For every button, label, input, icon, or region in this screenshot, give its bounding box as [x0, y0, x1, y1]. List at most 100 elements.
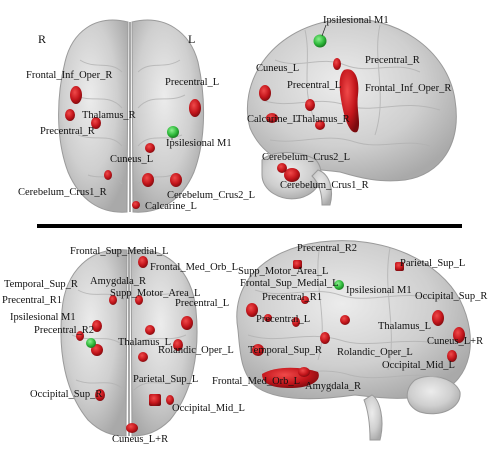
label-frontal-med-orb-l-sagittal: Frontal_Med_Orb_L — [212, 376, 301, 387]
label-amygdala-r-axial: Amygdala_R — [90, 276, 146, 287]
region-precentral-r-axial — [65, 109, 75, 121]
seed-ipsilesional-m1-axial-bottom — [86, 338, 96, 348]
label-precentral-r: Precentral_R — [40, 126, 95, 137]
label-precentral-l-sagittal: Precentral_L — [256, 314, 311, 325]
top-axial-right-hemisphere — [58, 19, 129, 213]
label-cerebelum-crus2-l-axial: Cerebelum_Crus2_L — [167, 190, 256, 201]
label-supp-motor-area-l-axial: Supp_Motor_Area_L — [110, 288, 201, 299]
label-cuneus-lr-sagittal: Cuneus_L+R — [427, 336, 484, 347]
region-cuneus-lr-sagittal — [453, 327, 465, 343]
label-precentral-r2-sagittal: Precentral_R2 — [297, 243, 358, 254]
label-precentral-r1-axial: Precentral_R1 — [2, 295, 63, 306]
label-temporal-sup-r-axial: Temporal_Sup_R — [4, 279, 78, 290]
label-cerebelum-crus1-r-sagittal: Cerebelum_Crus1_R — [280, 180, 369, 191]
region-precentral-r1-axial — [76, 331, 84, 341]
label-occipital-mid-l-axial: Occipital_Mid_L — [172, 403, 245, 414]
label-precentral-l-sagittal: Precentral_L — [287, 80, 342, 91]
label-precentral-r1-sagittal: Precentral_R1 — [262, 292, 323, 303]
label-parietal-sup-l-sagittal: Parietal_Sup_L — [400, 258, 466, 269]
seed-ipsilesional-m1-axial — [167, 126, 179, 138]
region-amygdala-r-sagittal — [298, 367, 310, 377]
label-rolandic-oper-l-sagittal: Rolandic_Oper_L — [337, 347, 413, 358]
label-precentral-r-sagittal: Precentral_R — [365, 55, 420, 66]
region-precentral-l-sagittal — [292, 317, 300, 327]
seed-ipsilesional-m1-sagittal-bottom — [334, 280, 344, 290]
seed-ipsilesional-m1-sagittal — [313, 34, 327, 48]
region-precentral-r2-sagittal — [293, 260, 302, 269]
region-occipital-sup-r-axial — [95, 389, 105, 401]
label-thalamus-r-sagittal: Thalamus_R — [296, 114, 350, 125]
region-precentral-l-axial — [181, 316, 193, 330]
region-cerebelum-crus2-l-axial — [170, 173, 182, 187]
region-precentral-r-sagittal — [333, 58, 341, 70]
region-thalamus-l-sagittal — [340, 315, 350, 325]
region-temporal-sup-r-axial — [92, 320, 102, 332]
label-thalamus-l-sagittal: Thalamus_L — [378, 321, 432, 332]
label-calcarine-l-axial: Calcarine_L — [145, 201, 197, 212]
label-cuneus-l-axial: Cuneus_L — [110, 154, 154, 165]
region-thalamus-l-axial — [138, 352, 148, 362]
label-cuneus-l-sagittal: Cuneus_L — [256, 63, 300, 74]
region-thalamus-r-axial — [91, 117, 101, 129]
bottom-sagittal-cortex — [236, 240, 471, 400]
bottom-sagittal-cerebellum — [406, 376, 461, 415]
bottom-axial-brain — [60, 249, 198, 437]
region-rolandic-oper-l-axial — [173, 339, 183, 351]
region-precentral-r1-sagittal — [301, 296, 309, 304]
panel-divider — [37, 224, 462, 228]
region-occipital-mid-l-axial — [166, 395, 174, 405]
region-occipital-sup-r-sagittal — [432, 310, 444, 326]
region-frontal-sup-medial-l-axial — [138, 256, 148, 268]
label-thalamus-l-axial: Thalamus_L — [118, 337, 172, 348]
label-thalamus-r: Thalamus_R — [82, 110, 136, 121]
region-parietal-sup-l-sagittal — [395, 262, 404, 271]
region-precentral-l-sagittal — [305, 99, 315, 111]
bottom-sagittal-brain — [236, 240, 471, 441]
label-occipital-mid-l-sagittal: Occipital_Mid_L — [382, 360, 455, 371]
label-ipsilesional-m1-axial-bottom: Ipsilesional M1 — [10, 312, 76, 323]
region-frontal-sup-medial-l-sagittal — [246, 303, 258, 317]
region-occipital-mid-l-sagittal — [447, 350, 457, 362]
label-ipsilesional-m1-sagittal-bottom: Ipsilesional M1 — [346, 285, 412, 296]
top-axial-left-hemisphere — [131, 19, 205, 213]
label-frontal-med-orb-l-axial: Frontal_Med_Orb_L — [150, 262, 239, 273]
label-frontal-sup-medial-l-axial: Frontal_Sup_Medial_L — [70, 246, 169, 257]
region-cerebelum-crus1-r-axial — [142, 173, 154, 187]
label-parietal-sup-l-axial: Parietal_Sup_L — [133, 374, 199, 385]
label-frontal-inf-oper-r-sagittal: Frontal_Inf_Oper_R — [365, 83, 452, 94]
label-calcarine-l-sagittal: Calcarine_L — [247, 114, 299, 125]
region-cuneus-l-axial — [145, 143, 155, 153]
region-cerebelum-crus2-l-sagittal — [284, 168, 300, 182]
top-sagittal-brainstem — [311, 169, 332, 206]
label-temporal-sup-r-sagittal: Temporal_Sup_R — [248, 345, 322, 356]
label-cerebelum-crus2-l-sagittal: Cerebelum_Crus2_L — [262, 152, 351, 163]
label-amygdala-r-sagittal: Amygdala_R — [305, 381, 361, 392]
label-rolandic-oper-l-axial: Rolandic_Oper_L — [158, 345, 234, 356]
region-frontal-inf-oper-r-sagittal — [339, 69, 360, 133]
label-supp-motor-area-l-sagittal: Supp_Motor_Area_L — [238, 266, 329, 277]
region-rolandic-oper-l-sagittal — [320, 332, 330, 344]
region-frontal-med-orb-l-axial — [135, 295, 143, 305]
top-sagittal-brain — [246, 18, 457, 206]
region-precentral-l-axial — [189, 99, 201, 117]
region-parietal-sup-l-axial — [149, 394, 161, 406]
label-ipsilesional-m1-axial: Ipsilesional M1 — [166, 138, 232, 149]
region-extra-axial — [104, 170, 112, 180]
region-frontal-inf-oper-r-axial — [70, 86, 82, 104]
region-calcarine-l-axial — [132, 201, 140, 209]
region-temporal-sup-r-sagittal — [252, 344, 264, 356]
bottom-axial-left-hemisphere — [130, 249, 198, 437]
region-cerebelum-crus1-r-sagittal — [277, 163, 287, 173]
region-calcarine-l-sagittal — [266, 113, 278, 123]
label-cerebelum-crus1-r-axial: Cerebelum_Crus1_R — [18, 187, 107, 198]
top-axial-brain — [58, 19, 205, 213]
label-cuneus-lr-axial: Cuneus_L+R — [112, 434, 169, 445]
label-frontal-inf-oper-r: Frontal_Inf_Oper_R — [26, 70, 113, 81]
label-precentral-axial: Precentral_L — [165, 77, 220, 88]
region-supp-motor-area-l-axial — [145, 325, 155, 335]
label-precentral-r2-axial: Precentral_R2 — [34, 325, 95, 336]
label-occipital-sup-r-sagittal: Occipital_Sup_R — [415, 291, 488, 302]
region-amygdala-r-axial — [109, 295, 117, 305]
